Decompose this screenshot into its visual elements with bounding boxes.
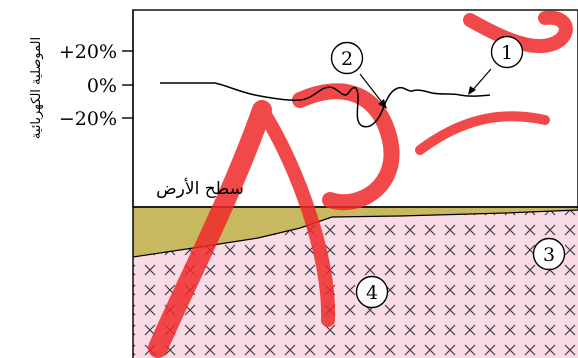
tick-label-minus20: −20% <box>59 108 117 130</box>
callout-4-label: 4 <box>366 282 378 304</box>
callout-1-label: 1 <box>501 42 513 64</box>
callout-2-circle <box>330 41 364 75</box>
callout-2-label: 2 <box>341 48 353 70</box>
ground-surface-label: سطح الأرض <box>156 178 244 199</box>
callout-1-circle <box>490 35 524 69</box>
callout-2-arrow <box>359 73 385 106</box>
callout-3-label: 3 <box>543 244 555 266</box>
y-axis-label: الموصلية الكهربائية <box>29 37 44 139</box>
callout-2-arrowhead <box>378 99 387 109</box>
callout-4-circle <box>355 275 389 309</box>
conductivity-profile <box>160 82 491 128</box>
callout-3-circle <box>532 237 566 271</box>
tick-label-plus20: +20% <box>59 41 117 63</box>
watermark-logo <box>148 10 573 358</box>
soil-layer <box>133 206 578 258</box>
callout-1-arrow <box>470 68 492 93</box>
callout-1-arrowhead <box>468 86 476 95</box>
tick-label-zero: 0% <box>87 75 117 97</box>
